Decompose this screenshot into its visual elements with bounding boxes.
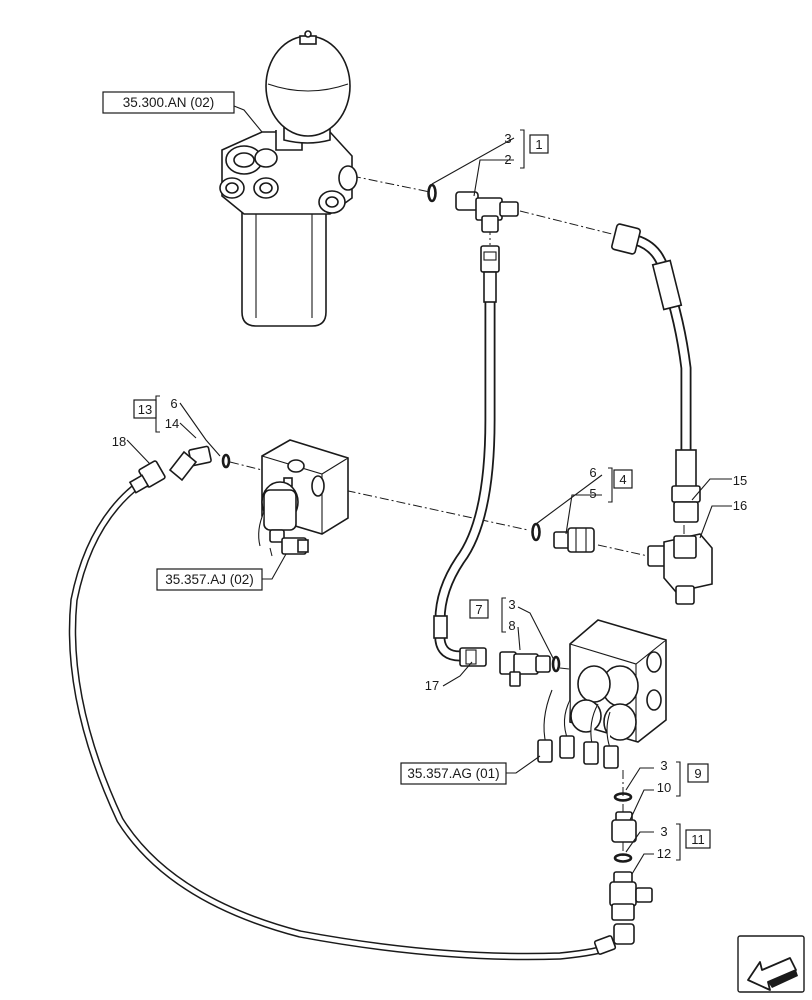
kit-label-11: 11	[691, 832, 705, 847]
reference-box-35-357-ag[interactable]	[400, 762, 507, 785]
callout-12-tee: 12	[657, 846, 671, 861]
kit-box-13	[133, 399, 157, 419]
kit-box-9	[687, 763, 709, 783]
hose-left	[433, 245, 500, 667]
callout-3-oring: 3	[504, 131, 511, 146]
kit-box-1	[529, 134, 549, 154]
callout-8-tee: 8	[508, 618, 515, 633]
tee-fitting-16	[647, 533, 713, 605]
callout-3-oring-c: 3	[508, 597, 515, 612]
hose-right	[611, 223, 701, 523]
tee-fitting-2	[427, 183, 519, 233]
callout-2-tee: 2	[504, 152, 511, 167]
kit-box-4	[613, 469, 633, 489]
kit-label-13: 13	[138, 402, 152, 417]
valve-block-ag	[537, 619, 667, 769]
callout-5-adapter: 5	[589, 486, 596, 501]
adapter-10	[611, 792, 637, 843]
callout-16-tee: 16	[733, 498, 747, 513]
kit-label-7: 7	[475, 602, 482, 617]
reference-box-35-357-aj[interactable]	[156, 568, 263, 591]
reference-box-35-300-an[interactable]	[102, 91, 235, 114]
elbow-fitting-14	[168, 445, 212, 482]
callout-17-fitting: 17	[425, 678, 439, 693]
hose-18	[68, 460, 635, 961]
reference-label-35-357-aj[interactable]: 35.357.AJ (02)	[165, 572, 254, 587]
kit-label-4: 4	[619, 472, 626, 487]
callout-3-oring-d: 3	[660, 758, 667, 773]
kit-box-7	[469, 599, 489, 619]
arrow-back-icon[interactable]	[737, 935, 805, 993]
callout-3-oring-e: 3	[660, 824, 667, 839]
callout-14-elbow: 14	[165, 416, 179, 431]
callout-18-hose: 18	[112, 434, 126, 449]
kit-label-9: 9	[694, 766, 701, 781]
callout-6-oring-b: 6	[589, 465, 596, 480]
tee-fitting-12	[609, 853, 653, 921]
solenoid-valve-block-aj	[221, 439, 349, 555]
callout-6-oring: 6	[170, 396, 177, 411]
accumulator-filter-assembly	[219, 30, 358, 327]
kit-box-11	[685, 829, 711, 849]
kit-label-1: 1	[535, 137, 542, 152]
tee-fitting-8	[499, 651, 561, 687]
leader-lines	[126, 105, 732, 875]
adapter-5	[531, 522, 595, 553]
callout-10-adapter: 10	[657, 780, 671, 795]
reference-label-35-300-an[interactable]: 35.300.AN (02)	[123, 95, 215, 110]
callout-15-hose: 15	[733, 473, 747, 488]
reference-label-35-357-ag[interactable]: 35.357.AG (01)	[407, 766, 499, 781]
